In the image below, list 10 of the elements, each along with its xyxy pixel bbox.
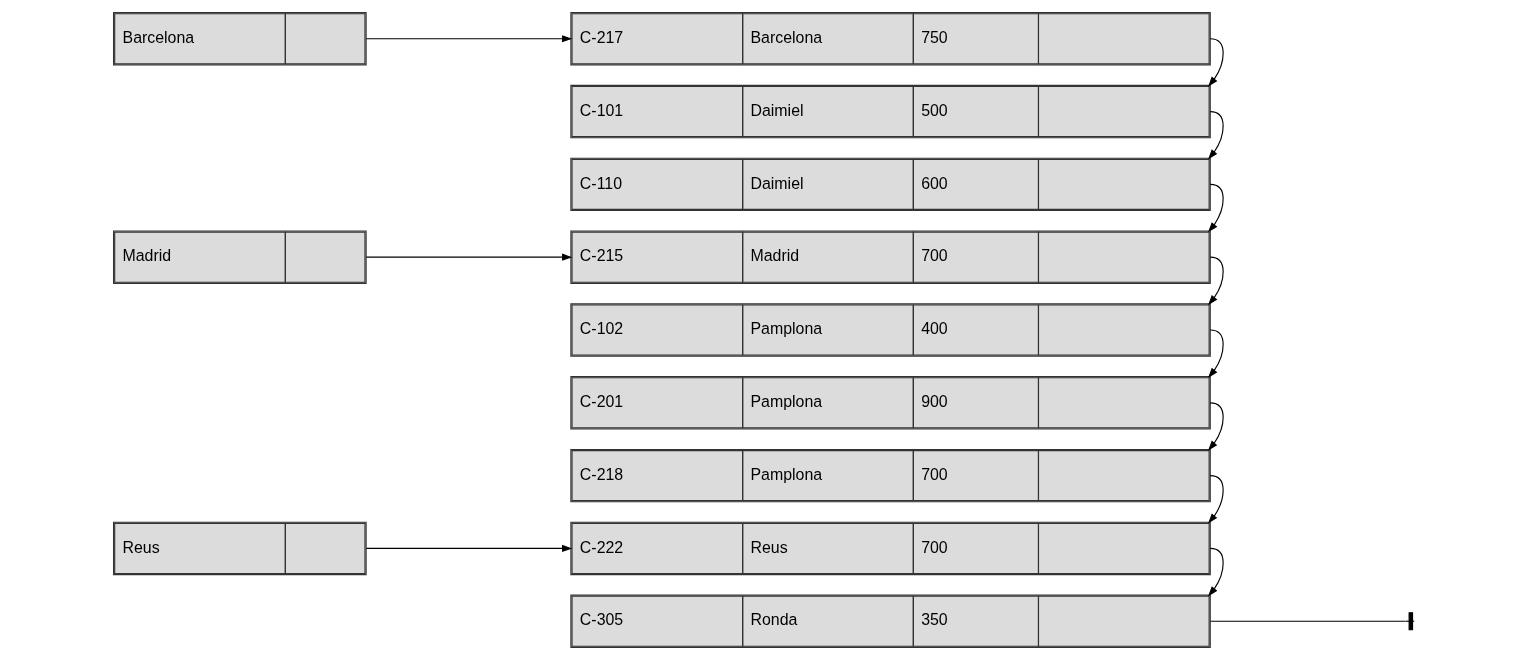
arrow — [1208, 475, 1224, 524]
arrow — [365, 544, 573, 553]
arrow — [1208, 402, 1224, 451]
arrow — [1208, 547, 1224, 597]
arrow — [365, 35, 573, 43]
arrow — [1208, 256, 1224, 306]
arrow — [1208, 111, 1224, 160]
arrow — [365, 253, 573, 261]
arrow — [1208, 329, 1224, 378]
arrow — [1208, 183, 1224, 233]
